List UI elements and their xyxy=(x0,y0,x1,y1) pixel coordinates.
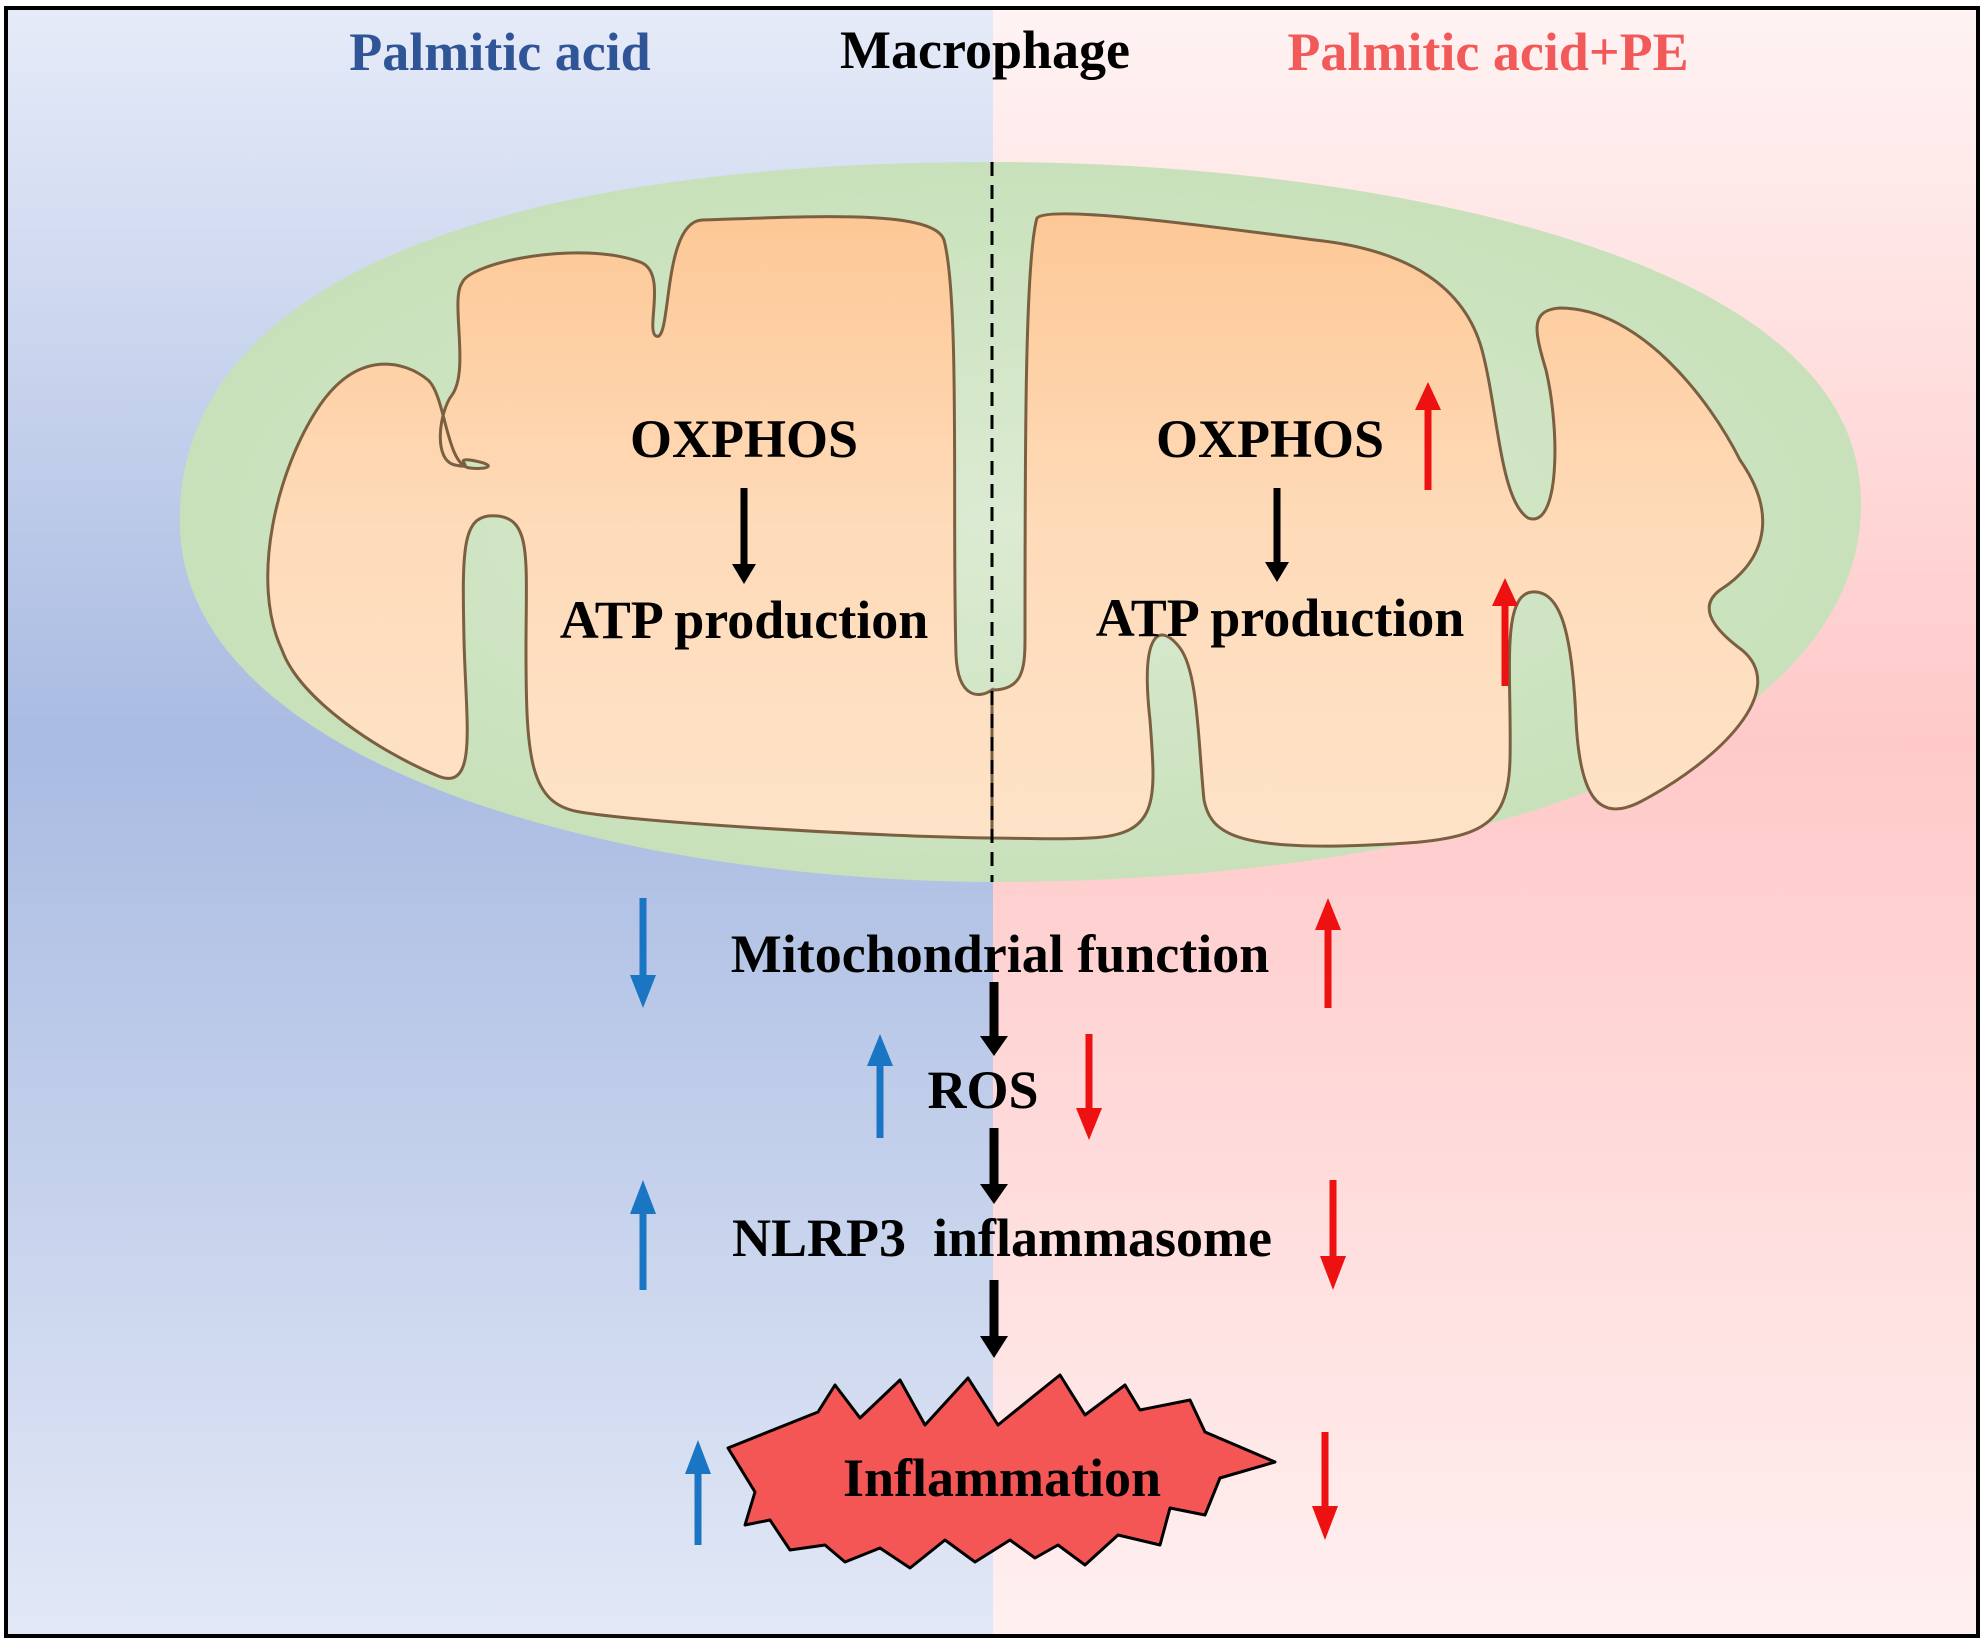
mitochondrial-function-label: Mitochondrial function xyxy=(731,924,1270,984)
atp-production-label-right: ATP production xyxy=(1096,588,1465,648)
oxphos-up-arrow-right xyxy=(1415,382,1441,490)
pathway-step-nlrp3-inflammasome: NLRP3 inflammasome xyxy=(630,1180,1346,1290)
palmitic-acid-title: Palmitic acid xyxy=(349,22,650,82)
palmitic-acid-pe-down-arrow xyxy=(1312,1432,1338,1540)
macrophage-title: Macrophage xyxy=(840,20,1130,80)
palmitic-acid-pe-down-arrow xyxy=(1320,1180,1346,1290)
palmitic-acid-down-arrow xyxy=(630,898,656,1008)
inflammation-burst xyxy=(726,1373,1277,1570)
oxphos-to-atp-arrow-left xyxy=(732,488,756,584)
oxphos-label-left: OXPHOS xyxy=(630,409,858,469)
oxphos-label-right: OXPHOS xyxy=(1156,409,1384,469)
atp-production-label-left: ATP production xyxy=(560,590,929,650)
palmitic-acid-up-arrow xyxy=(630,1180,656,1290)
palmitic-acid-up-arrow xyxy=(685,1440,711,1545)
matrix-compartment-right xyxy=(990,212,1765,848)
flow-arrow-3 xyxy=(980,1280,1008,1358)
palmitic-acid-up-arrow xyxy=(867,1034,893,1138)
pathway-step-mitochondrial-function: Mitochondrial function xyxy=(630,898,1341,1008)
nlrp3-inflammasome-label: NLRP3 inflammasome xyxy=(732,1208,1272,1268)
ros-label: ROS xyxy=(927,1060,1038,1120)
oxphos-to-atp-arrow-right xyxy=(1265,488,1289,582)
atp-up-arrow-right xyxy=(1492,578,1518,686)
inflammation-label: Inflammation xyxy=(843,1448,1161,1508)
palmitic-acid-pe-down-arrow xyxy=(1076,1034,1102,1140)
mitochondrion: OXPHOS ATP production OXPHOS ATP product… xyxy=(179,162,1862,882)
diagram-frame xyxy=(4,6,1980,1638)
flow-arrow-2 xyxy=(980,1128,1008,1204)
flow-arrow-1 xyxy=(980,982,1008,1056)
palmitic-acid-pe-up-arrow xyxy=(1315,898,1341,1008)
pathway-step-inflammation: Inflammation xyxy=(685,1373,1338,1570)
pathway-step-ros: ROS xyxy=(867,1034,1102,1140)
palmitic-acid-pe-title: Palmitic acid+PE xyxy=(1287,22,1688,82)
matrix-compartment-left-shape xyxy=(266,215,994,840)
